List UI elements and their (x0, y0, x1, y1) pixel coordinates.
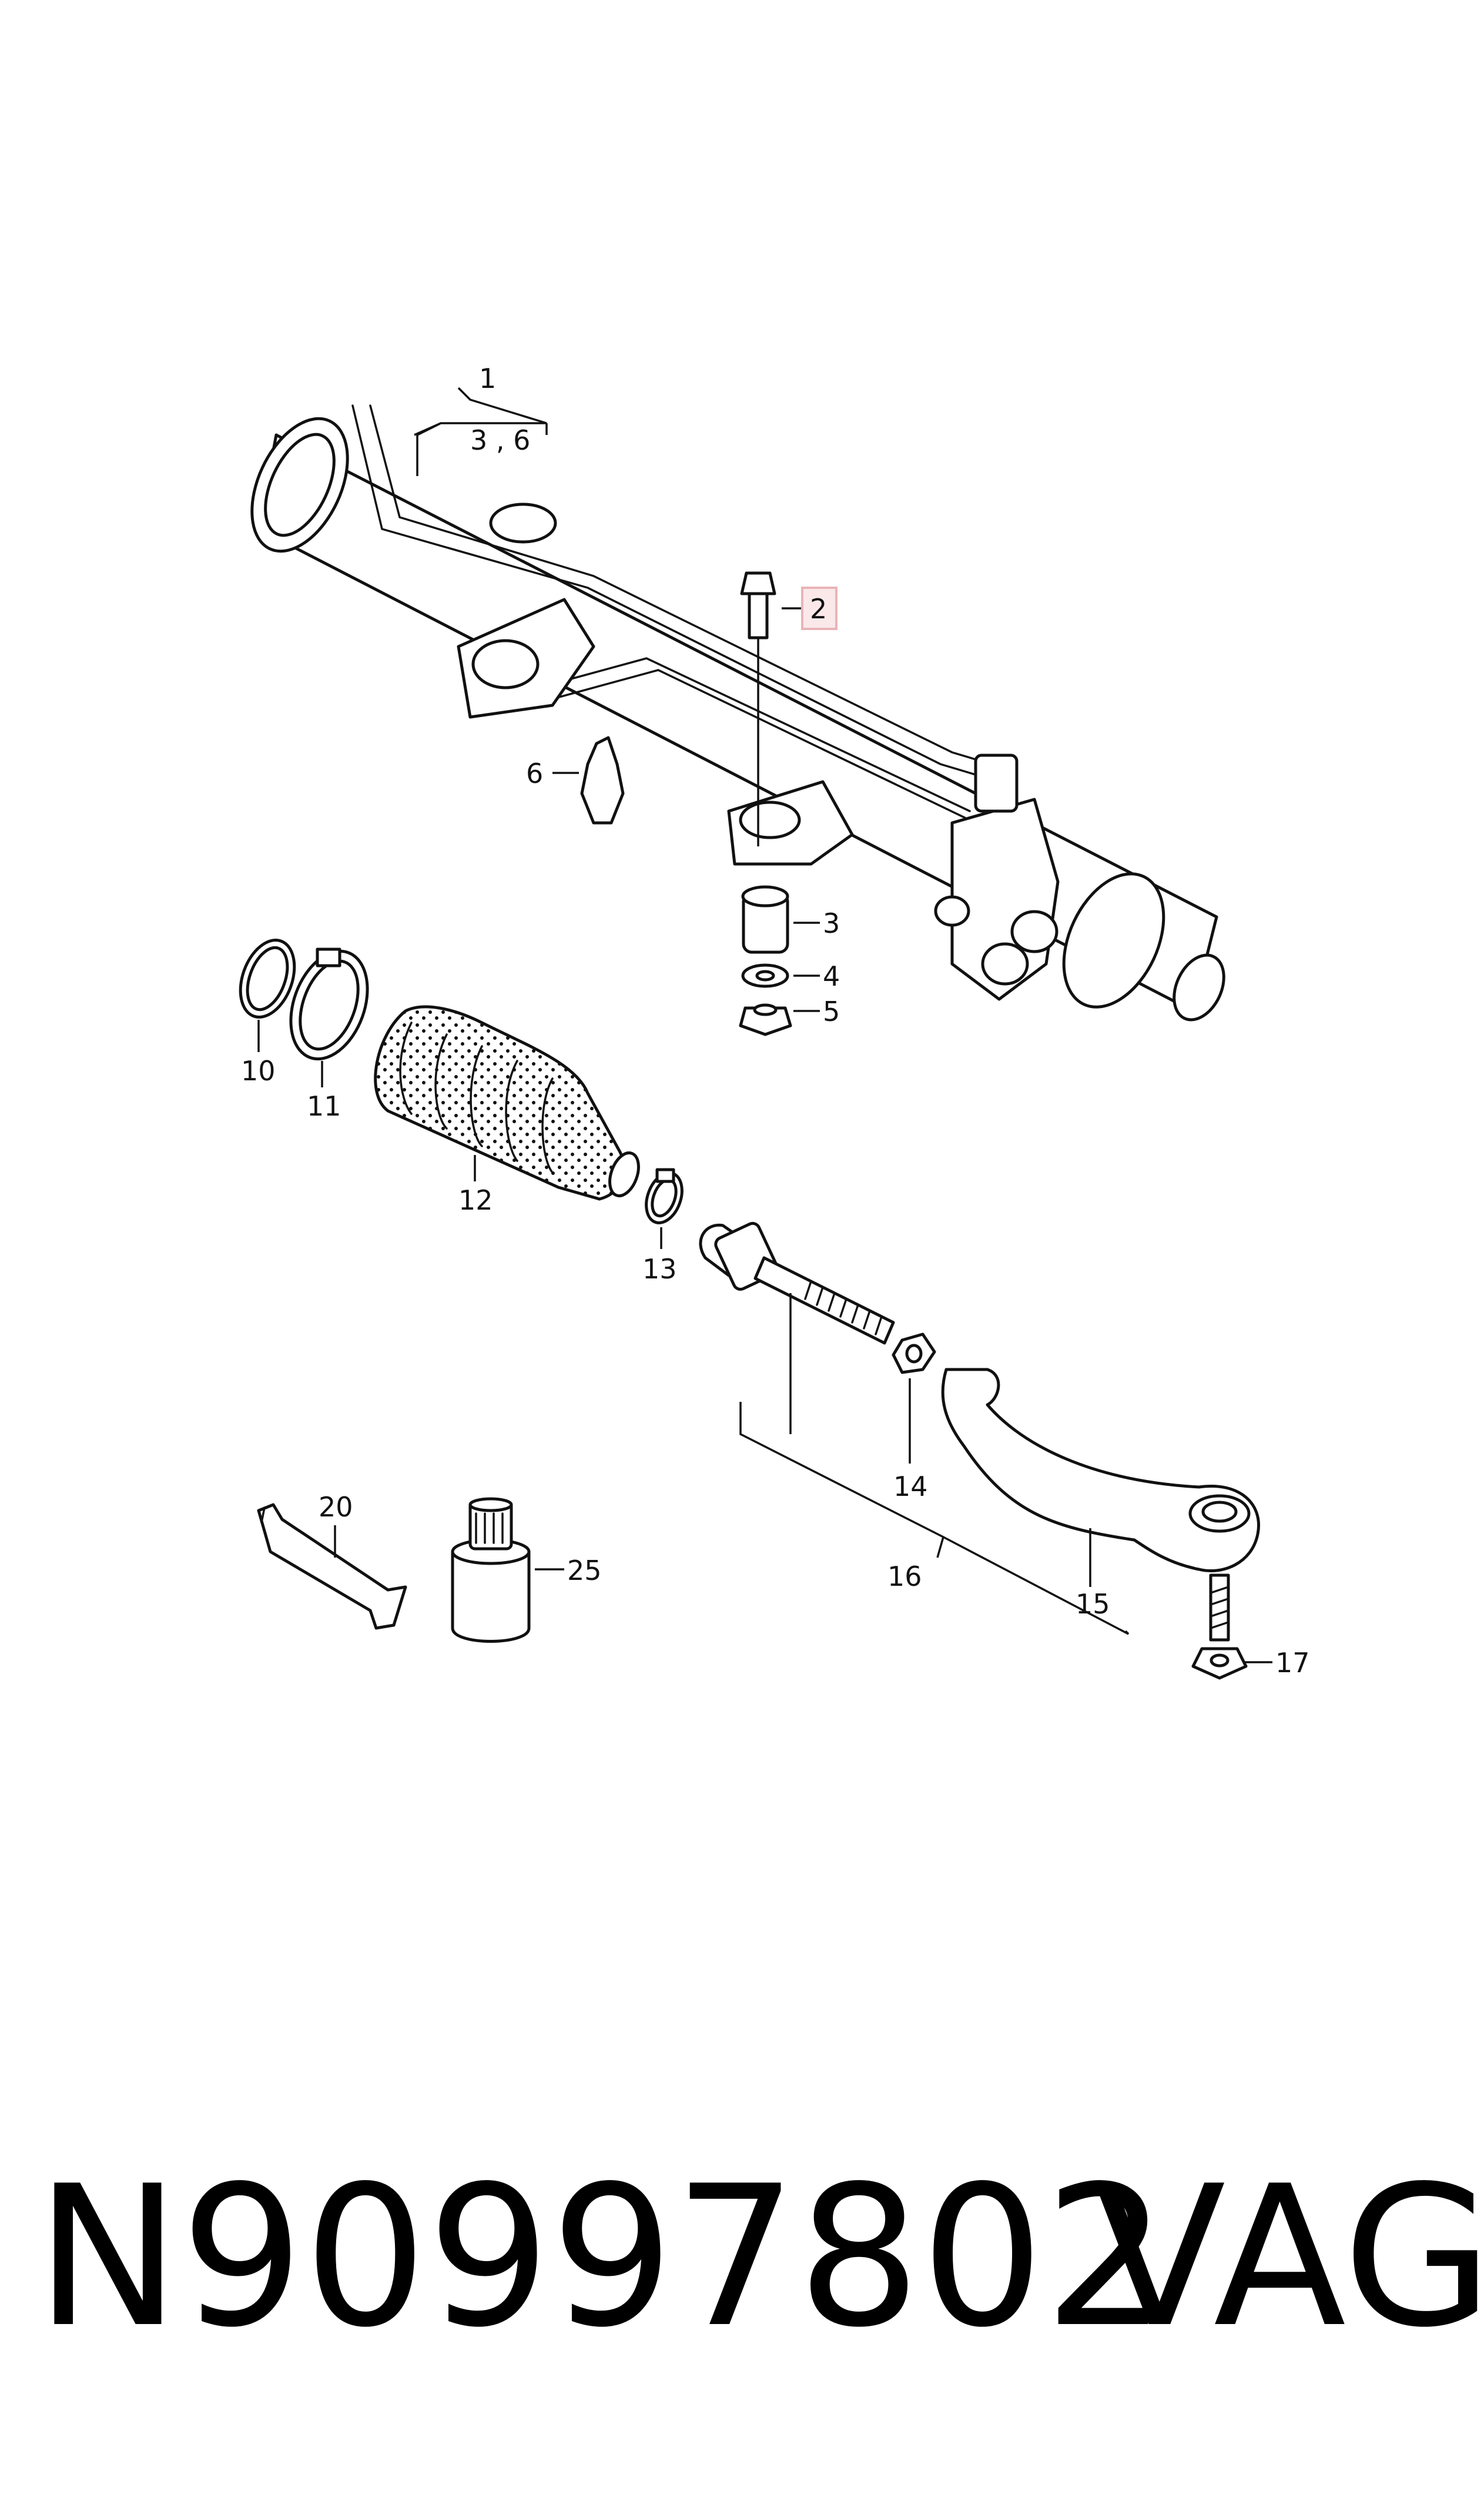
fluid-bottle-part-25: 25 (451, 1497, 602, 1643)
callout-10: 10 (241, 1055, 276, 1087)
inner-tie-rod-part-16: 16 (699, 1221, 1130, 1635)
o-ring-part-10: 10 (239, 939, 296, 1087)
callout-1: 1 (479, 363, 496, 394)
callout-20: 20 (319, 1491, 353, 1523)
callout-6: 6 (526, 758, 543, 789)
bushing-part-3: 3 (741, 885, 840, 954)
grease-tube-part-20: 20 (257, 1491, 407, 1630)
callout-12: 12 (458, 1184, 493, 1216)
tie-rod-end-part-15: 15 (941, 1368, 1260, 1620)
callout-14: 14 (893, 1471, 928, 1502)
brand-name: VAG (1093, 2144, 1484, 2370)
hose-clamp-part-11: 11 (289, 947, 369, 1122)
callout-1-group: 1 3 , 6 (414, 363, 548, 476)
callout-3: 3 (823, 908, 840, 939)
stud-nut-part-17: 17 (1191, 1573, 1310, 1680)
callout-25: 25 (567, 1555, 602, 1586)
small-clamp-part-13: 13 (642, 1168, 684, 1285)
callout-15: 15 (1076, 1588, 1110, 1620)
callout-4: 4 (823, 960, 840, 992)
callout-2-highlight: 2 (801, 587, 838, 630)
steering-rack-housing (250, 404, 1225, 1022)
callout-17: 17 (1275, 1647, 1310, 1679)
lock-nut-part-14: 14 (892, 1332, 936, 1502)
part-number: N90997802 (35, 2144, 1168, 2370)
bolt-part-2 (740, 571, 802, 846)
bellows-boot-part-12: 12 (374, 1005, 640, 1216)
callout-16: 16 (887, 1561, 922, 1592)
callout-5: 5 (823, 996, 840, 1027)
washer-part-4: 4 (741, 960, 840, 992)
clip-part-6: 6 (526, 736, 625, 825)
callout-13: 13 (642, 1253, 677, 1285)
callout-1-sub: 3 , 6 (470, 424, 530, 456)
callout-11: 11 (307, 1090, 341, 1122)
nut-part-5: 5 (739, 996, 840, 1036)
callout-2: 2 (810, 593, 827, 625)
